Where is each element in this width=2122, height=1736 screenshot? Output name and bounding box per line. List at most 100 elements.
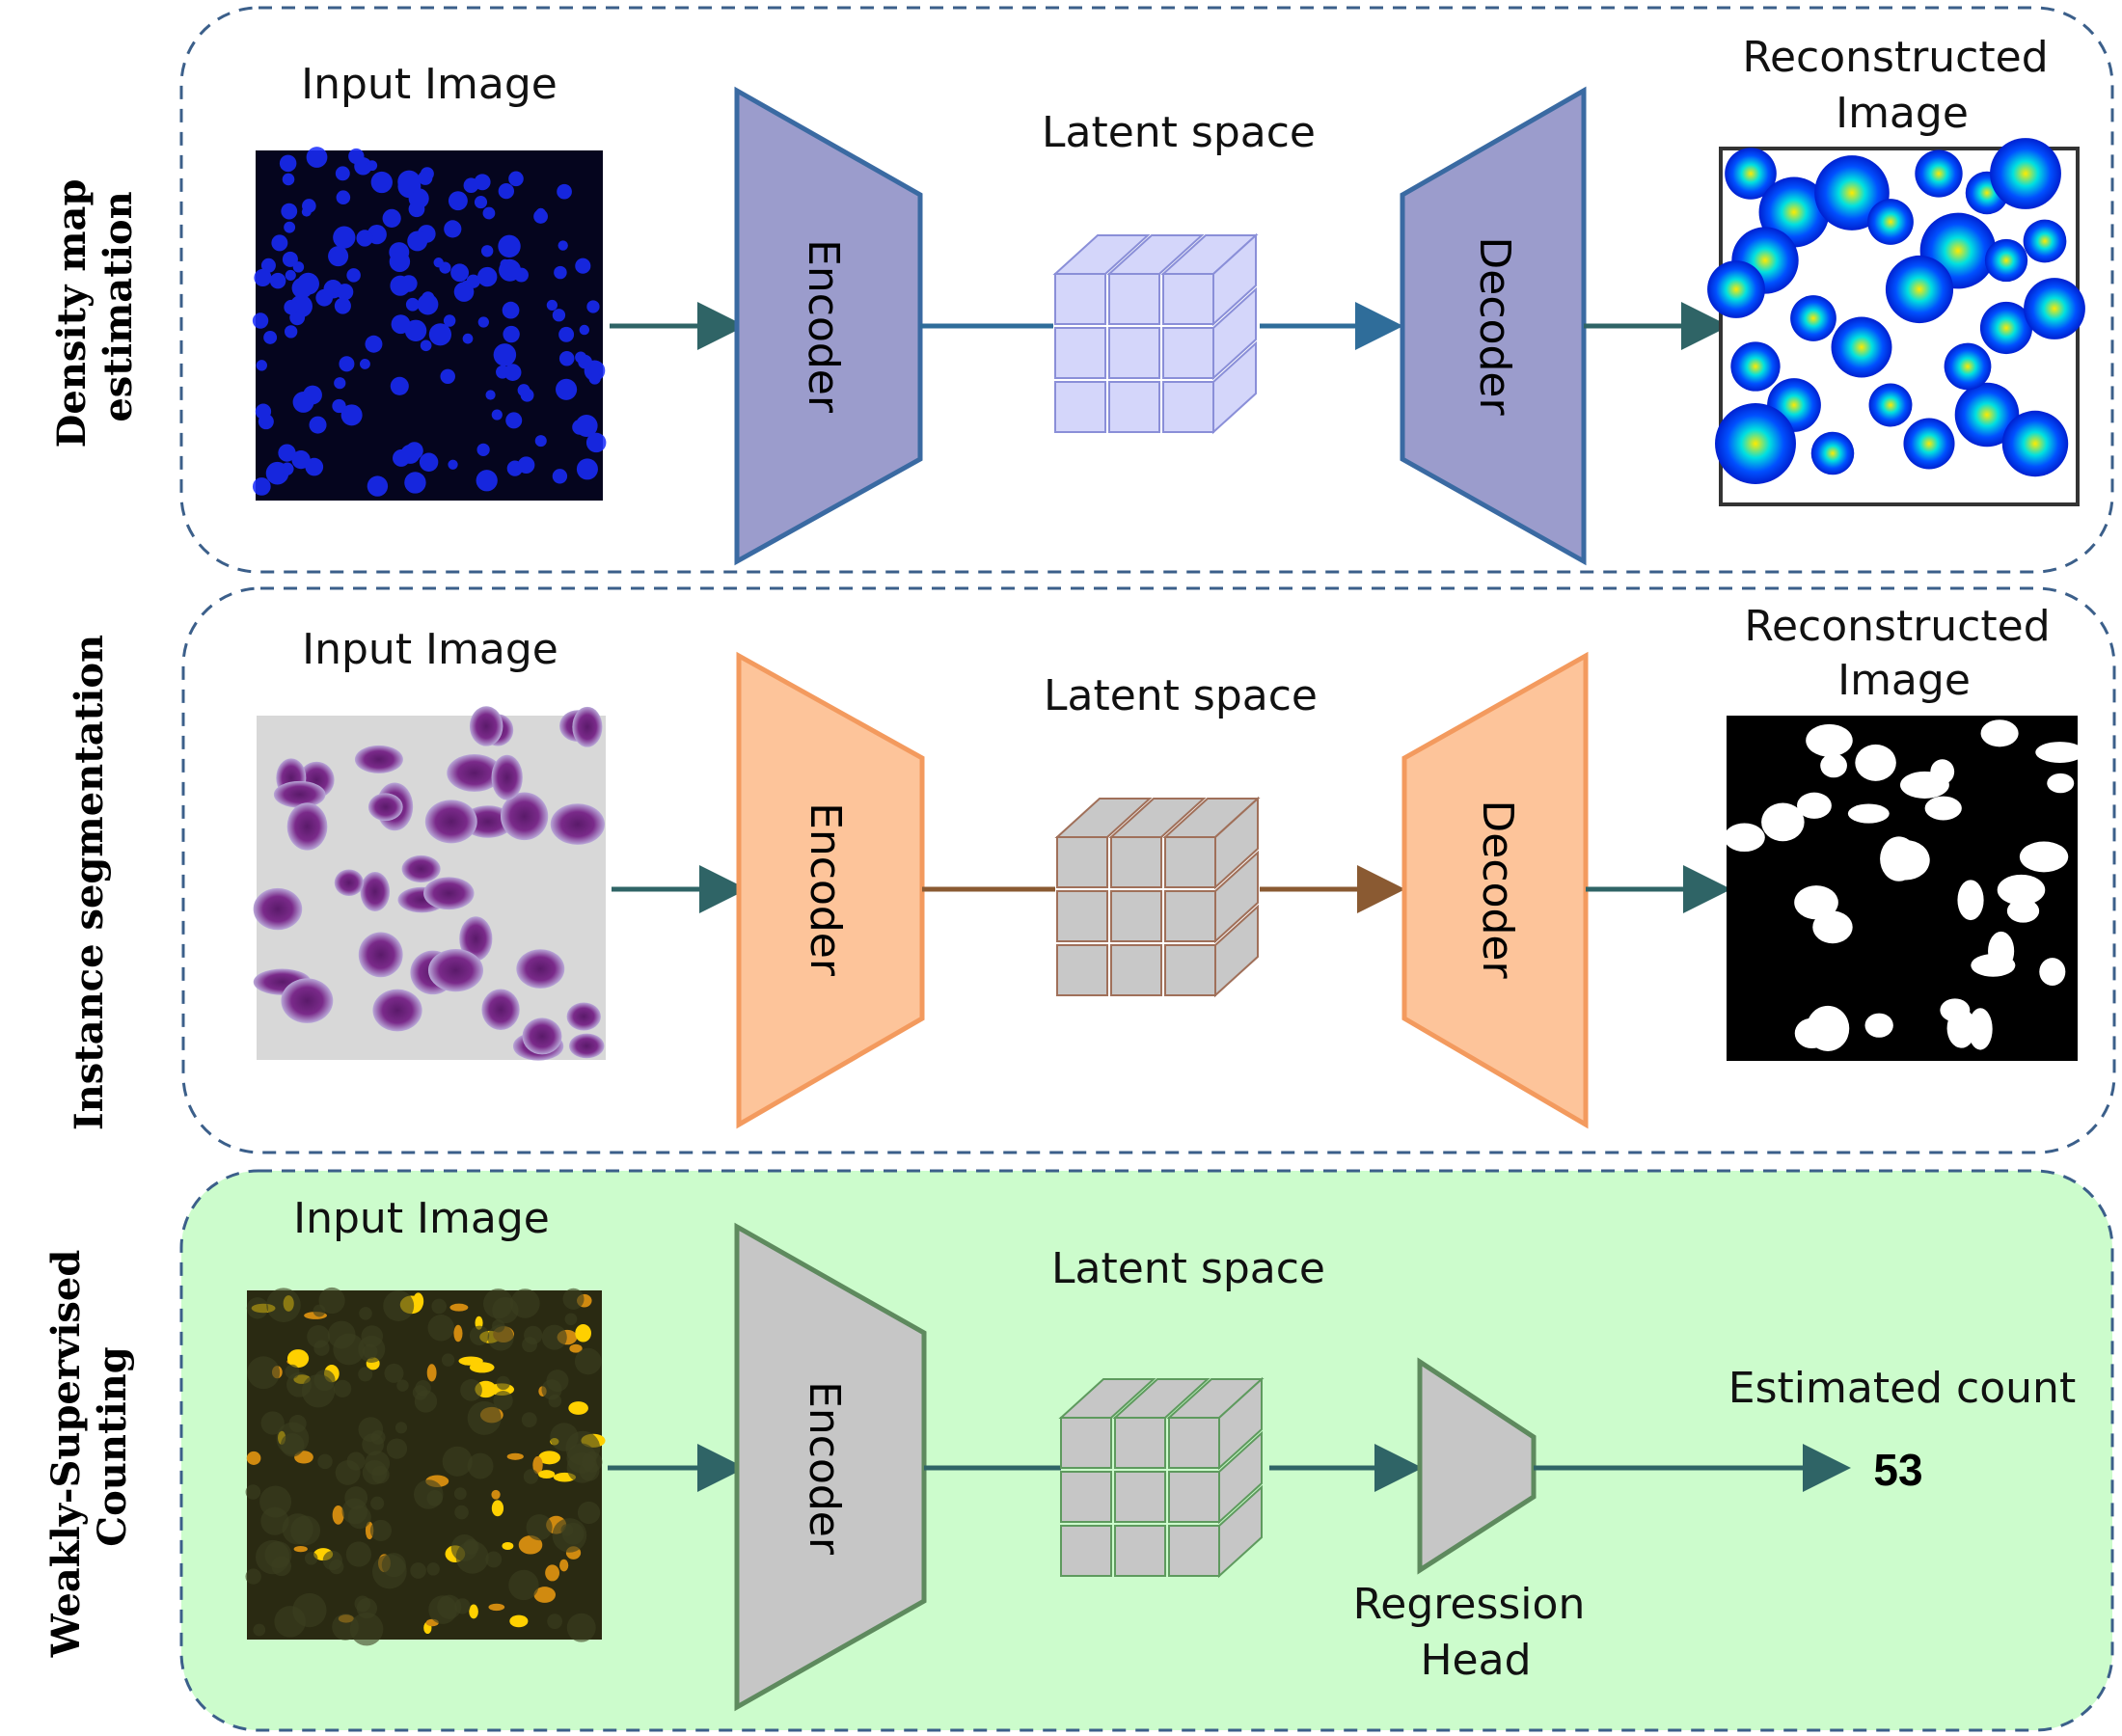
nucleus-dot [496, 365, 509, 379]
cube-cell [1168, 1417, 1220, 1469]
nucleus-dot [557, 183, 572, 200]
nucleus-dot [278, 444, 296, 462]
nucleus-dot [281, 203, 298, 220]
cube-cell [1114, 1525, 1166, 1577]
cube-cell [1056, 836, 1108, 888]
decoder-label: Decoder [1470, 236, 1519, 416]
nucleus-dot [397, 170, 421, 194]
encoder-label: Encoder [799, 239, 848, 414]
latent-space-label: Latent space [1042, 108, 1316, 157]
cube-cell [1114, 1417, 1166, 1469]
mask-blob [1924, 796, 1962, 821]
head-label-line: Head [1420, 1636, 1531, 1685]
nucleus-dot [477, 316, 489, 328]
nucleus-dot [393, 448, 410, 467]
stained-cell [447, 754, 503, 792]
density-blob [1868, 383, 1913, 427]
nucleus-dot [365, 335, 383, 353]
tissue-texture [246, 1297, 269, 1319]
nucleus-dot [491, 409, 503, 420]
tissue-texture [577, 1501, 601, 1525]
encoder-block [734, 86, 923, 566]
cube-cell [1054, 327, 1106, 379]
tissue-texture [304, 1552, 318, 1565]
nucleus-dot [508, 171, 524, 187]
nucleus-dot [282, 173, 295, 186]
nucleus-dot [419, 452, 439, 472]
cube-cell [1164, 944, 1216, 996]
mask-blob [1946, 1008, 1976, 1048]
side-label-weakly: Weakly-Supervised Counting [43, 1236, 135, 1659]
encoder-block [736, 651, 925, 1129]
mask-blob [2035, 742, 2084, 764]
nucleus-dot [575, 415, 598, 438]
side-label-density: Density map estimation [49, 166, 141, 448]
tissue-texture [359, 1307, 372, 1320]
nucleus-dot [444, 220, 462, 238]
mask-blob [2039, 958, 2066, 987]
microglia-spot [538, 1470, 556, 1478]
nucleus-dot [443, 314, 456, 327]
nucleus-dot [269, 272, 286, 289]
nucleus-dot [284, 299, 299, 315]
nucleus-dot [534, 435, 547, 448]
mask-blob [1997, 874, 2046, 906]
nucleus-dot [367, 160, 378, 172]
nucleus-dot [546, 299, 558, 312]
mask-blob [2047, 773, 2075, 794]
nucleus-dot [340, 404, 363, 426]
stained-cell [428, 949, 484, 992]
nucleus-dot [336, 190, 351, 204]
stained-cell [286, 802, 328, 851]
nucleus-dot [552, 469, 568, 484]
tissue-texture [522, 1337, 538, 1353]
nucleus-dot [420, 297, 437, 314]
cube-cell [1060, 1417, 1112, 1469]
nucleus-dot [476, 443, 490, 456]
nucleus-dot [503, 325, 520, 343]
tissue-texture [442, 1446, 473, 1477]
nucleus-dot [284, 221, 296, 233]
microglia-spot [449, 1303, 469, 1312]
nucleus-dot [474, 196, 488, 209]
nucleus-dot [333, 226, 356, 249]
estimated-count-label: Estimated count [1728, 1364, 2076, 1413]
regression-head-block [1417, 1357, 1537, 1575]
nucleus-dot [448, 459, 458, 470]
nucleus-dot [256, 360, 267, 371]
stained-cell [334, 869, 364, 896]
nucleus-dot [433, 258, 444, 268]
microglia-spot [286, 1349, 310, 1369]
nucleus-dot [370, 171, 393, 194]
nucleus-dot [410, 443, 422, 454]
nucleus-dot [389, 251, 411, 273]
tissue-texture [485, 1551, 503, 1568]
density-blob [1990, 138, 2061, 209]
latent-space-label: Latent space [1051, 1244, 1325, 1293]
nucleus-dot [505, 412, 523, 429]
decoder-block [1401, 651, 1589, 1129]
density-blob [1915, 149, 1963, 198]
cube-cell [1056, 890, 1108, 942]
nucleus-dot [482, 206, 496, 220]
nucleus-dot [462, 333, 474, 344]
microglia-spot [509, 1614, 529, 1628]
stained-cell [253, 887, 303, 931]
nucleus-dot [285, 269, 296, 281]
microglia-spot [545, 1564, 560, 1582]
microglia-spot [246, 1451, 261, 1465]
nucleus-dot [558, 350, 575, 366]
nucleus-dot [356, 230, 373, 247]
cube-cell [1162, 381, 1214, 433]
regression-head-label: Regression Head [1353, 1580, 1599, 1685]
nucleus-dot [346, 268, 361, 283]
mask-blob [1930, 759, 1955, 785]
mask-blob [1855, 744, 1896, 781]
nucleus-dot [390, 376, 409, 395]
nucleus-dot [558, 326, 575, 342]
tissue-texture [523, 1469, 539, 1484]
nucleus-dot [428, 323, 451, 346]
microglia-spot [469, 1604, 478, 1619]
density-blob [2001, 410, 2069, 477]
tissue-texture [280, 1433, 305, 1457]
